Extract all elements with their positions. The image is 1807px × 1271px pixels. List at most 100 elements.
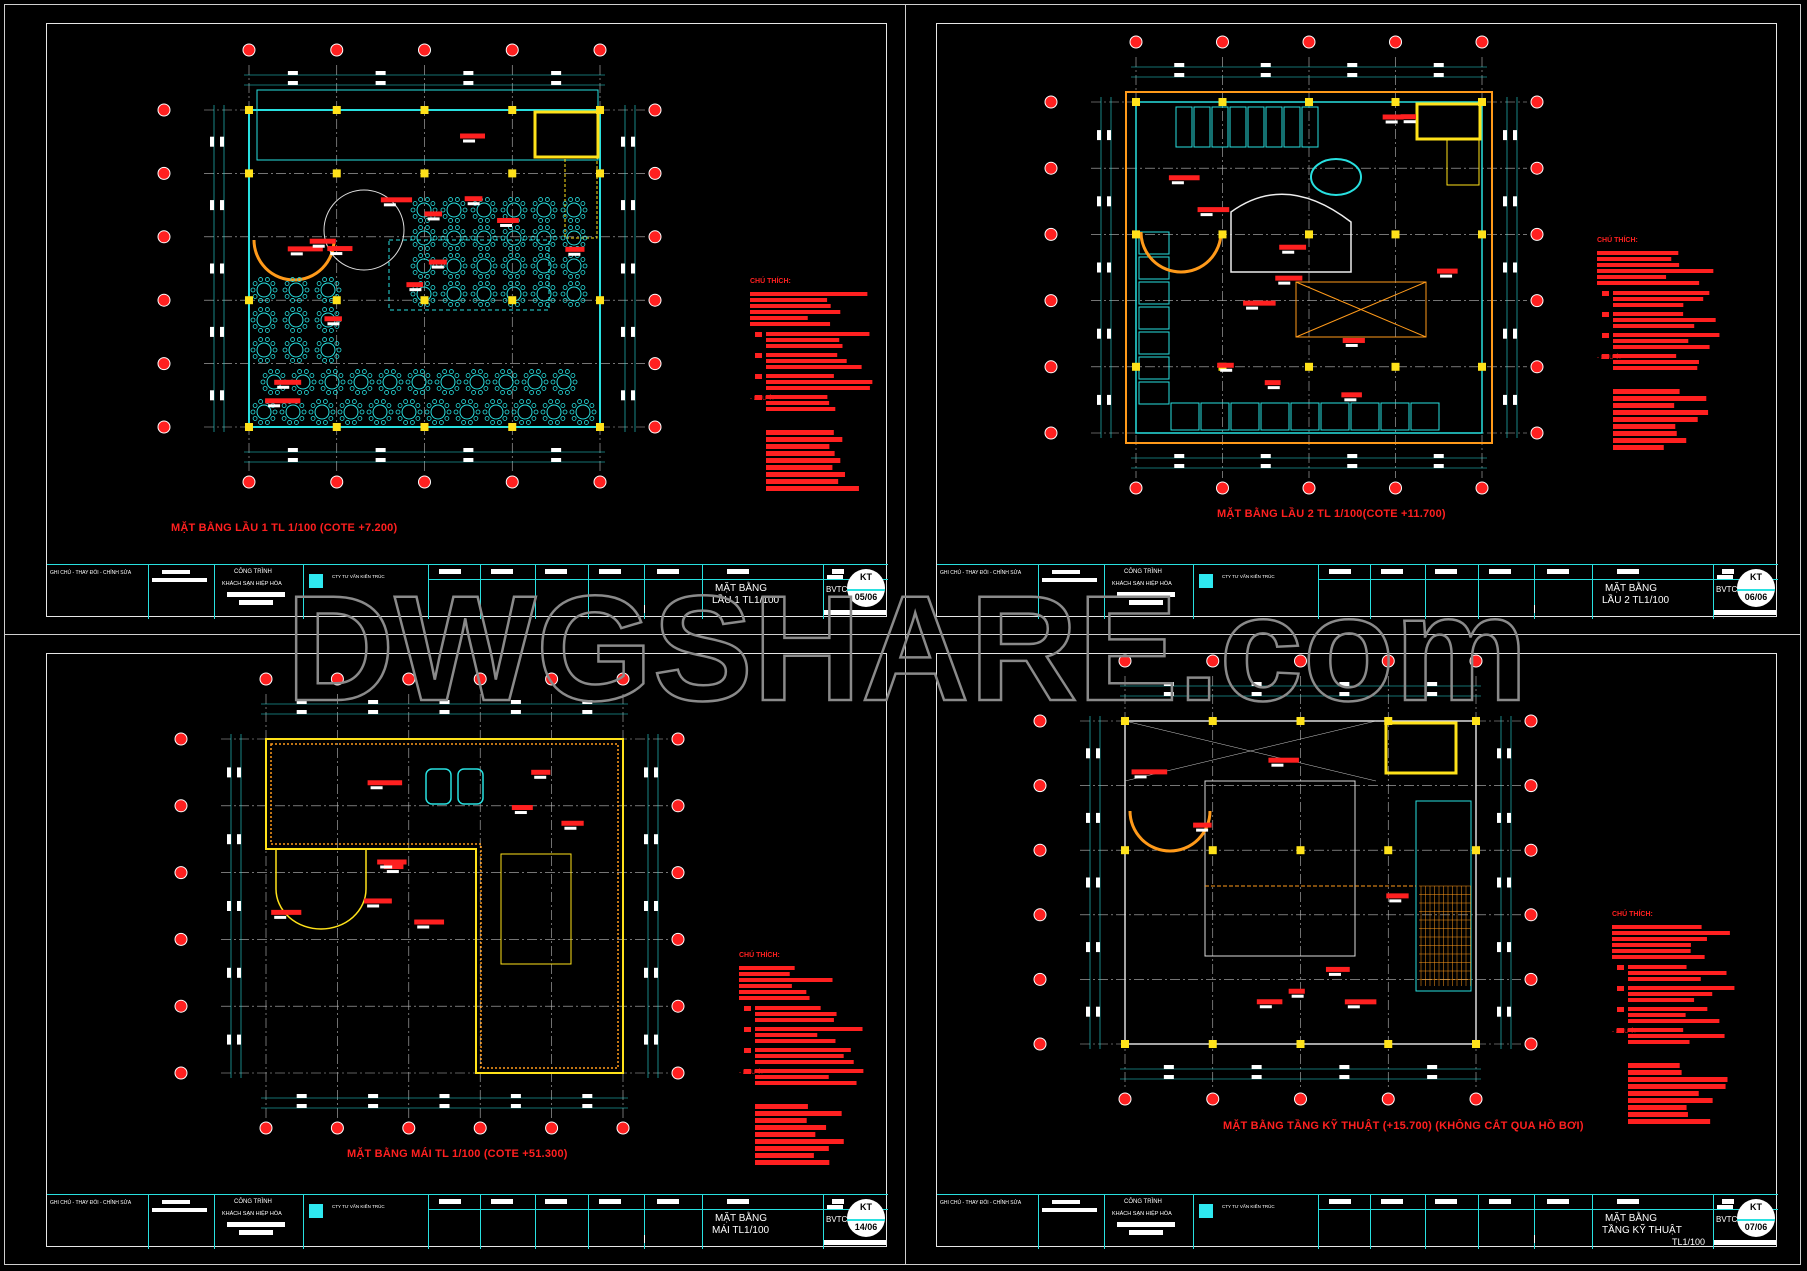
- chair: [272, 347, 278, 353]
- chair: [442, 201, 448, 206]
- chair: [302, 324, 308, 329]
- grid-bubble: [242, 475, 256, 489]
- dimension-text: [1347, 454, 1358, 458]
- structural-column: [596, 106, 604, 114]
- grid-bubble: [1381, 654, 1395, 668]
- chair: [532, 229, 538, 234]
- room-area-label: [409, 288, 422, 292]
- dimension-text: [227, 834, 231, 845]
- room-area-label: [1278, 281, 1291, 285]
- dimension-text: [510, 1104, 521, 1108]
- chair: [483, 373, 489, 378]
- title-block-divider: [1478, 1195, 1479, 1249]
- note-line: [1613, 438, 1687, 443]
- dimension-text: [1163, 692, 1174, 696]
- round-table: [566, 230, 582, 246]
- dimension-text: [1251, 1065, 1262, 1069]
- chair: [328, 358, 334, 363]
- legend-line: [1612, 955, 1705, 959]
- service-room: [1229, 106, 1247, 148]
- title-block-header-row: [1318, 1209, 1778, 1210]
- round-table: [288, 312, 304, 328]
- title-block-divider: [1104, 565, 1105, 619]
- room-area-label: [1259, 1005, 1272, 1009]
- room-area-label: [1200, 213, 1213, 217]
- chair: [430, 270, 436, 275]
- legend-line: [739, 978, 833, 982]
- dimension-text: [654, 767, 658, 778]
- dimension-text: [210, 263, 214, 274]
- legend-line: [1628, 965, 1687, 969]
- structural-column: [1472, 1040, 1480, 1048]
- chair: [448, 197, 454, 202]
- chair: [521, 379, 527, 385]
- chair: [502, 214, 508, 219]
- room-area-label: [1389, 899, 1402, 903]
- chair: [284, 324, 290, 329]
- chair: [550, 257, 556, 262]
- round-table: [411, 374, 427, 390]
- structural-column: [1472, 846, 1480, 855]
- chair: [403, 420, 409, 425]
- spa-area: [1230, 193, 1352, 273]
- chair: [502, 242, 508, 247]
- room-label: [1243, 300, 1276, 306]
- revision-block: [162, 570, 190, 574]
- structural-column: [1132, 98, 1140, 106]
- revision-block: [152, 578, 207, 582]
- revision-label: GHI CHÚ - THAY ĐỔI - CHỈNH SỬA: [940, 570, 1022, 576]
- chair: [478, 218, 484, 223]
- guest-room: [1350, 402, 1380, 431]
- guest-room: [1138, 256, 1170, 280]
- header-cell-text: [1329, 569, 1351, 574]
- dimension-text: [1097, 328, 1101, 339]
- chair: [310, 403, 316, 408]
- structural-column: [332, 169, 341, 178]
- room-label: [1275, 275, 1303, 281]
- chair: [309, 373, 315, 378]
- chair: [438, 399, 444, 404]
- chair: [554, 420, 560, 425]
- chair: [284, 311, 290, 316]
- chair: [544, 225, 550, 230]
- room-area-label: [327, 322, 340, 326]
- chair: [544, 302, 550, 307]
- chair: [410, 291, 416, 297]
- dimension-text: [237, 901, 241, 911]
- dimension-text: [220, 326, 224, 337]
- round-table: [476, 286, 492, 302]
- grid-bubble: [1530, 360, 1544, 374]
- chair: [376, 379, 382, 385]
- dimension-text: [1339, 1075, 1350, 1079]
- legend-heading: CHÚ THÍCH:: [1612, 911, 1653, 918]
- dimension-text: [1507, 942, 1511, 953]
- legend-line: [1597, 263, 1680, 267]
- chair: [412, 298, 418, 303]
- room-area-label: [1403, 120, 1416, 124]
- structural-column: [1208, 1040, 1217, 1048]
- discipline-code: KT: [860, 1202, 872, 1212]
- jacuzzi: [1310, 158, 1362, 196]
- chair: [529, 369, 535, 374]
- project-address: [1117, 592, 1175, 597]
- room-area-label: [417, 925, 430, 929]
- chair: [430, 285, 436, 290]
- grid-bubble: [1524, 843, 1538, 857]
- chair: [514, 379, 520, 385]
- chair: [322, 420, 328, 425]
- footer-block: [824, 1240, 886, 1245]
- chair: [296, 328, 302, 333]
- grid-bubble: [1118, 654, 1132, 668]
- dimension-text: [551, 448, 562, 452]
- chair: [532, 214, 538, 219]
- grid-bubble: [1524, 908, 1538, 922]
- dimension-text: [551, 458, 562, 462]
- legend-note-heading: - LƯU Ý:: [739, 1070, 763, 1076]
- chair: [562, 201, 568, 206]
- signature-mark: [644, 1235, 645, 1243]
- chair: [448, 390, 454, 395]
- title-block-divider: [702, 1195, 703, 1249]
- grid-bubble: [1129, 35, 1143, 49]
- legend-note-heading: - LƯU Ý:: [1597, 355, 1621, 361]
- company-name: CTY TƯ VẤN KIẾN TRÚC: [332, 574, 385, 579]
